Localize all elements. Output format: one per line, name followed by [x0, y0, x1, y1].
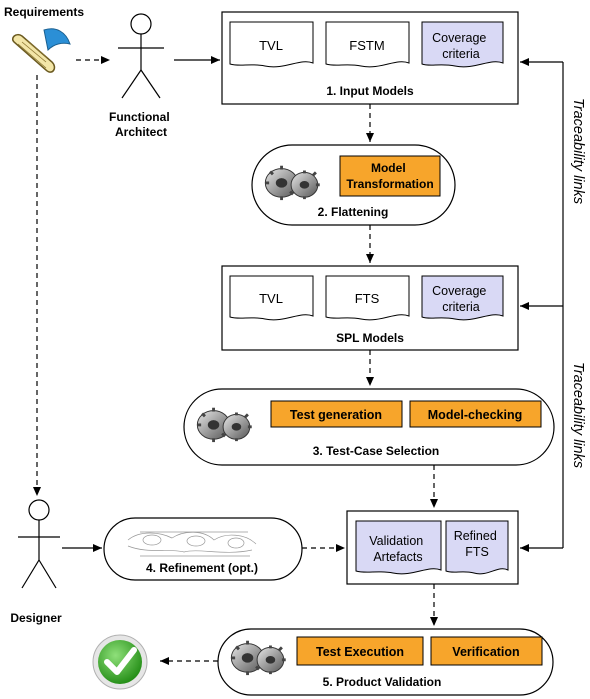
checkmark-icon	[92, 634, 148, 690]
verification-button[interactable]	[430, 636, 543, 666]
model-transformation-button[interactable]	[339, 155, 441, 197]
validation-artefacts-label: Validation Artefacts	[369, 534, 426, 564]
fts-doc-label: FTS	[355, 291, 380, 306]
input-models-title: 1. Input Models	[326, 84, 414, 98]
refinement-title: 4. Refinement (opt.)	[146, 561, 258, 575]
scroll-icon	[11, 28, 71, 73]
spl-models-box: TVL FTS Coverage criteria SPL Models	[221, 265, 519, 351]
model-transformation-label: Model Transformation	[346, 161, 433, 191]
requirements-label: Requirements	[4, 5, 84, 19]
document-icon	[229, 21, 314, 68]
coverage-criteria-label: Coverage criteria	[432, 31, 490, 61]
document-icon	[325, 21, 410, 68]
test-execution-button[interactable]	[296, 636, 424, 666]
traceability-links-label: Traceability links	[570, 362, 586, 468]
fstm-doc-label: FSTM	[349, 38, 384, 53]
sketch-icon	[127, 531, 257, 557]
refinement-step: 4. Refinement (opt.)	[103, 517, 303, 581]
coverage-criteria-doc	[421, 275, 504, 321]
document-icon	[229, 275, 314, 321]
model-checking-button[interactable]	[409, 400, 542, 428]
test-execution-label: Test Execution	[316, 645, 404, 659]
flattening-title: 2. Flattening	[318, 205, 389, 219]
document-icon	[325, 275, 410, 321]
spl-models-title: SPL Models	[336, 331, 404, 345]
tvl-doc-label: TVL	[259, 38, 283, 53]
test-case-selection-title: 3. Test-Case Selection	[313, 444, 440, 458]
verification-label: Verification	[452, 645, 519, 659]
traceability-links	[520, 58, 564, 552]
designer-label: Designer	[10, 611, 62, 625]
input-models-box: TVL FSTM Coverage criteria 1. Input Mode…	[221, 11, 519, 105]
actor-icon	[18, 499, 60, 589]
test-generation-label: Test generation	[290, 408, 382, 422]
model-checking-label: Model-checking	[428, 408, 522, 422]
test-case-selection-step: Test generation Model-checking 3. Test-C…	[183, 388, 555, 466]
refined-fts-label: Refined FTS	[454, 529, 501, 559]
refined-fts-doc	[445, 520, 509, 575]
actor-icon	[118, 13, 164, 99]
coverage-criteria-doc	[421, 21, 504, 68]
test-generation-button[interactable]	[270, 400, 403, 428]
validation-artefacts-doc	[355, 520, 442, 575]
tvl-doc-label: TVL	[259, 291, 283, 306]
product-validation-title: 5. Product Validation	[323, 675, 442, 689]
coverage-criteria-label: Coverage criteria	[432, 284, 490, 314]
validation-box: Validation Artefacts Refined FTS	[346, 510, 519, 585]
flattening-step: Model Transformation 2. Flattening	[251, 144, 456, 226]
product-validation-step: Test Execution Verification 5. Product V…	[217, 628, 554, 696]
functional-architect-label: Functional Architect	[109, 110, 173, 139]
traceability-links-label: Traceability links	[570, 98, 586, 204]
